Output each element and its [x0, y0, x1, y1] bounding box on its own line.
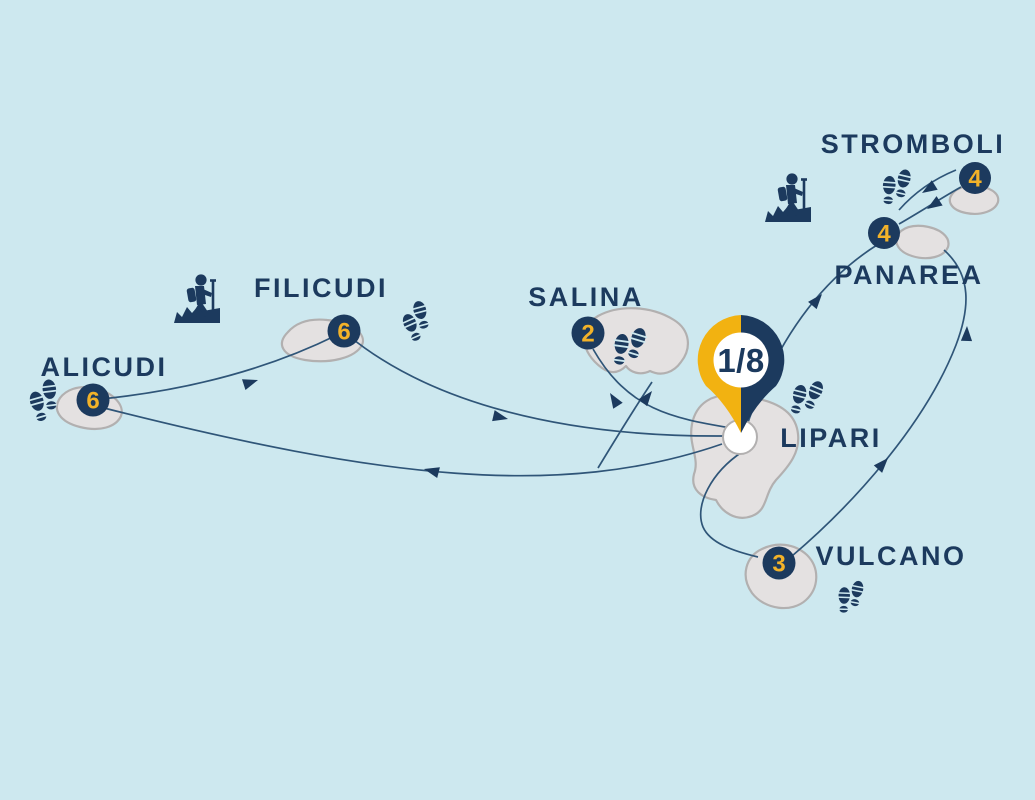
day-badge-number-alicudi: 6	[86, 388, 99, 415]
day-badge-number-stromboli: 4	[968, 166, 982, 193]
island-label-filicudi: FILICUDI	[254, 273, 388, 303]
day-badge-salina: 2	[571, 316, 605, 350]
day-badge-vulcano: 3	[762, 546, 796, 580]
island-shape-panarea	[895, 224, 950, 260]
day-badge-number-filicudi: 6	[337, 319, 350, 346]
route-line-lipari-vulcano	[699, 451, 759, 558]
island-label-alicudi: ALICUDI	[41, 352, 168, 382]
island-label-salina: SALINA	[528, 282, 644, 312]
pin-progress-label: 1/8	[717, 342, 764, 379]
day-badge-number-salina: 2	[581, 321, 594, 348]
route-line-stromboli-panarea-upper	[898, 169, 957, 211]
route-line-filicudi-lipari	[348, 335, 724, 437]
route-line-lipari-salina	[592, 348, 732, 429]
route-line-lipari-salina-east	[597, 381, 653, 469]
island-label-stromboli: STROMBOLI	[821, 129, 1006, 159]
island-label-lipari: LIPARI	[780, 423, 882, 453]
island-label-vulcano: VULCANO	[816, 541, 967, 571]
day-badge-filicudi: 6	[327, 314, 361, 348]
map-pin-icon: 1/8	[697, 315, 785, 433]
route-line-vulcano-panarea	[791, 249, 967, 557]
day-badge-panarea: 4	[868, 217, 900, 249]
day-badge-number-vulcano: 3	[772, 551, 785, 578]
day-badge-number-panarea: 4	[877, 221, 891, 248]
island-label-panarea: PANAREA	[834, 260, 983, 290]
day-badge-alicudi: 6	[76, 383, 110, 417]
route-line-alicudi-filicudi	[100, 334, 338, 400]
route-line-lipari-alicudi	[103, 407, 723, 477]
day-badge-stromboli: 4	[959, 162, 991, 194]
